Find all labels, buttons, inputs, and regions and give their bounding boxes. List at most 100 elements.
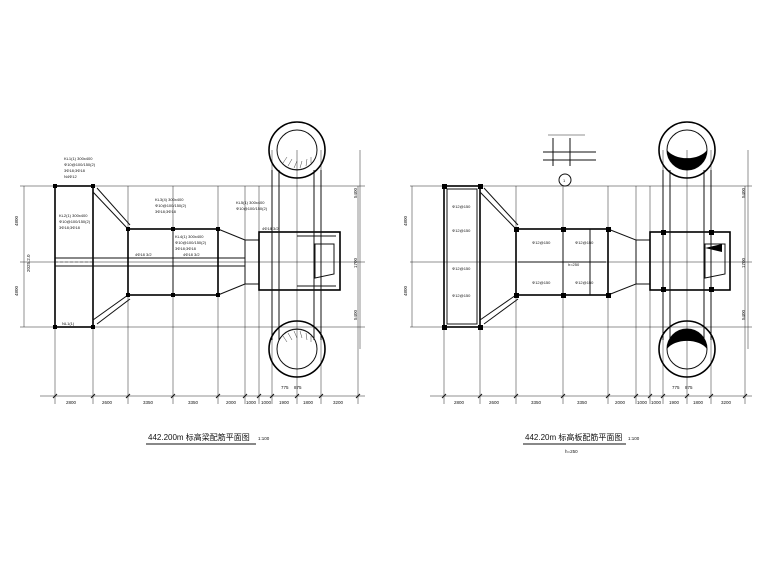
beam-label: 4Φ18 3/2 [135, 252, 152, 257]
slab-plan-title: 442.20m 标高板配筋平面图 1:100 h=250 [523, 432, 640, 454]
beam-label: NL1(1) [62, 321, 75, 326]
dim-tick [170, 393, 176, 399]
dim-text: 3350 [577, 400, 588, 405]
beam-label: Φ10@100/150(2) [64, 162, 96, 167]
dim-text: 775 [672, 385, 680, 390]
dim-text: 3350 [531, 400, 542, 405]
dim-tick [742, 393, 748, 399]
dim-tick [125, 393, 131, 399]
beam-label: KL3(4) 300x400 [155, 197, 184, 202]
dim-tick [647, 393, 653, 399]
dim-text: 2000 [226, 400, 237, 405]
slab-thickness: h=250 [568, 262, 580, 267]
dim-text: 1700 [741, 257, 746, 268]
beam-label: 4Φ18 3/2 [262, 226, 279, 231]
dim-tick [560, 393, 566, 399]
axis-lines [410, 150, 752, 404]
beam-label: Φ10@100/150(2) [175, 240, 207, 245]
right-dimension-chain: 5400 5400 1700 [741, 150, 749, 349]
plan-title: 442.200m 标高梁配筋平面图 [148, 432, 250, 442]
bottom-dimension-chain: 2800 2600 3350 3350 2000 1000 1000 1900 … [430, 385, 752, 405]
dim-text: 1800 [303, 400, 314, 405]
beam-label: KL4(1) 300x400 [175, 234, 204, 239]
rebar-label: Φ12@150 [532, 240, 551, 245]
dim-tick [256, 393, 262, 399]
slab-plan: Φ12@150 Φ12@150 Φ12@150 Φ12@150 Φ12@150 … [403, 121, 752, 454]
rebar-label: Φ12@150 [452, 204, 471, 209]
plan-title: 442.20m 标高板配筋平面图 [525, 432, 622, 442]
dim-tick [513, 393, 519, 399]
right-dimension-chain: 5400 5400 1700 [353, 150, 361, 349]
dim-text: 775 [281, 385, 289, 390]
plan-scale: 1:100 [628, 436, 640, 441]
dim-tick [242, 393, 248, 399]
beam-label: Φ10@100/150(2) [155, 203, 187, 208]
dim-text: 5400 [353, 187, 358, 198]
dim-text: 5400 [741, 309, 746, 320]
beam-label: KL2(1) 300x400 [59, 213, 88, 218]
columns [53, 184, 220, 329]
beam-label: 3Φ18;3Φ18 [64, 168, 86, 173]
plan-scale: 1:100 [258, 436, 270, 441]
dim-text: 2600 [102, 400, 113, 405]
dim-text: 3200 [721, 400, 732, 405]
bottom-dimension-chain: 2800 2600 3350 3350 2000 1000 1000 1900 … [40, 385, 365, 405]
dim-tick [633, 393, 639, 399]
dim-text: 1700 [353, 257, 358, 268]
dim-tick [355, 393, 361, 399]
dim-text: 4800 [403, 285, 408, 296]
dim-text: 4800 [403, 215, 408, 226]
rebar-label: Φ12@150 [575, 280, 594, 285]
dim-text: 3350 [143, 400, 154, 405]
dim-text: 1900 [669, 400, 680, 405]
dim-text: 2800 [454, 400, 465, 405]
axis-lines [20, 150, 365, 404]
dim-text: 875 [294, 385, 302, 390]
beam-label: Φ10@100/150(2) [236, 206, 268, 211]
dim-text: 5400 [741, 187, 746, 198]
beam-label: 4Φ18 3/2 [183, 252, 200, 257]
dim-text: 1000 [261, 400, 272, 405]
beam-label: KL1(1) 300x400 [64, 156, 93, 161]
dim-text: 5400 [353, 309, 358, 320]
dim-text: 2800 [66, 400, 77, 405]
rebar-labels: Φ12@150 Φ12@150 Φ12@150 Φ12@150 Φ12@150 … [452, 204, 594, 298]
dim-text: 3350 [188, 400, 199, 405]
dim-text: 1000 [246, 400, 257, 405]
detail-label: 1 [563, 178, 566, 183]
dim-tick [477, 393, 483, 399]
dim-tick [441, 393, 447, 399]
beam-plan-title: 442.200m 标高梁配筋平面图 1:100 [146, 432, 270, 445]
beam-label: KL5(1) 300x400 [236, 200, 265, 205]
dim-text: 1800 [693, 400, 704, 405]
dim-text: 2000 [615, 400, 626, 405]
top-shaft [268, 121, 326, 179]
dim-tick [318, 393, 324, 399]
section-detail: 1 [543, 134, 596, 187]
dim-text: 1000 [637, 400, 648, 405]
plan-subtitle: h=250 [565, 449, 578, 454]
dim-text: 1000 [651, 400, 662, 405]
dim-text: 4800 [14, 215, 19, 226]
dim-tick [294, 393, 300, 399]
beam-plan: KL1(1) 300x400 Φ10@100/150(2) 3Φ18;3Φ18 … [14, 121, 365, 445]
top-shaft [658, 121, 716, 179]
rebar-label: Φ12@150 [452, 228, 471, 233]
dim-text: 875 [685, 385, 693, 390]
dim-tick [90, 393, 96, 399]
right-core [258, 170, 341, 340]
bottom-shaft [658, 320, 716, 378]
dim-tick [605, 393, 611, 399]
beam-label: Φ10@100/150(2) [59, 219, 91, 224]
dim-tick [684, 393, 690, 399]
dim-text: 3200 [333, 400, 344, 405]
left-dimension-chain: 4800 4800 2025.2.0 [14, 186, 31, 327]
dim-text: 2025.2.0 [26, 254, 31, 272]
rebar-label: Φ12@150 [452, 266, 471, 271]
bottom-shaft [268, 320, 326, 378]
right-core [649, 170, 731, 340]
dim-tick [215, 393, 221, 399]
rebar-label: Φ12@150 [452, 293, 471, 298]
dim-tick [708, 393, 714, 399]
